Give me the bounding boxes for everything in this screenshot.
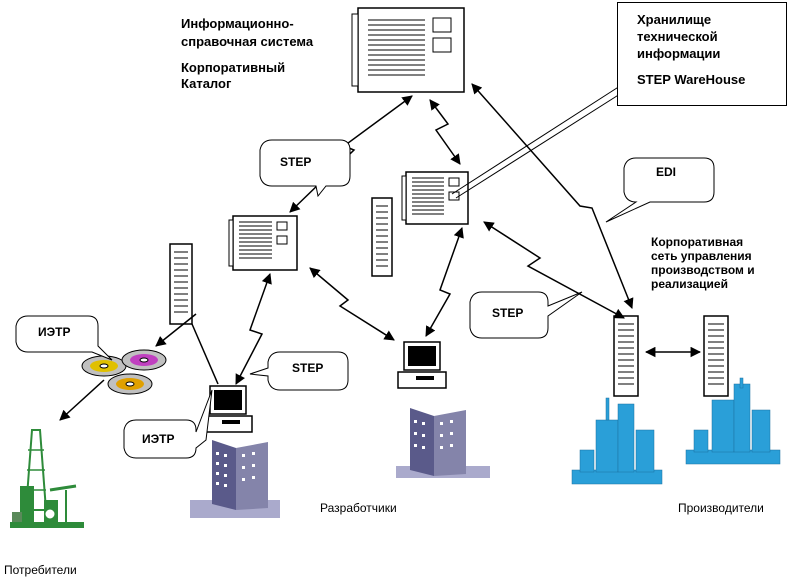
consumers-label: Потребители [4,563,77,577]
callout-ietr-left [15,315,113,361]
factory-icon [571,397,663,485]
catalog-server-icon [351,7,465,93]
callout-ietr-bottom [123,389,213,459]
center-building-icon [396,408,490,478]
callout-step-right-text: STEP [492,306,524,320]
factory-2-icon [685,377,781,465]
link-left-center [309,267,395,341]
left-rack-icon [169,243,193,325]
producers-label: Производители [678,501,764,515]
link-warehouse-center [425,227,464,337]
center-workstation-icon [397,341,447,389]
catalog-label-2: Каталог [181,76,232,91]
developer-building-icon [190,440,280,518]
storage-label-3: информации [637,46,721,61]
storage-label-2: технической [637,29,718,44]
network-label-1: Корпоративная [651,235,744,249]
network-label-2: сеть управления [651,249,752,263]
network-label-3: производством и [651,263,755,277]
producer-rack-icon [613,315,639,397]
network-label-4: реализацией [651,277,728,291]
callout-step-top [259,139,351,198]
storage-label-4: STEP WareHouse [637,72,746,87]
link-rack-discs [155,313,197,347]
link-warehouse-producers [483,221,625,319]
callout-edi-text: EDI [656,165,677,179]
legend-box [617,2,787,106]
callout-step-mid [249,351,349,391]
info-system-label-1: Информационно- [181,16,294,31]
link-left-developer [235,273,272,385]
callout-step-mid-text: STEP [292,361,324,375]
warehouse-server-icon [401,171,469,225]
rack-server-icon [371,197,393,277]
cd-discs-icon [81,349,167,395]
link-discs-consumers [59,379,105,421]
storage-label-1: Хранилище [637,12,712,27]
catalog-label-1: Корпоративный [181,60,286,75]
left-server-icon [228,215,298,271]
oil-derrick-icon [10,429,84,528]
link-catalog-warehouse [429,99,461,165]
info-system-label-2: справочная система [181,34,314,49]
link-catalog-producers [471,83,634,309]
producer-rack-2-icon [703,315,729,397]
callout-step-top-text: STEP [280,155,312,169]
callout-ietr-left-text: ИЭТР [38,325,71,339]
callout-edi [605,157,715,223]
link-rack-developer [191,323,219,385]
callout-ietr-bottom-text: ИЭТР [142,432,175,446]
developers-label: Разработчики [320,501,397,515]
callout-step-right [469,291,583,339]
